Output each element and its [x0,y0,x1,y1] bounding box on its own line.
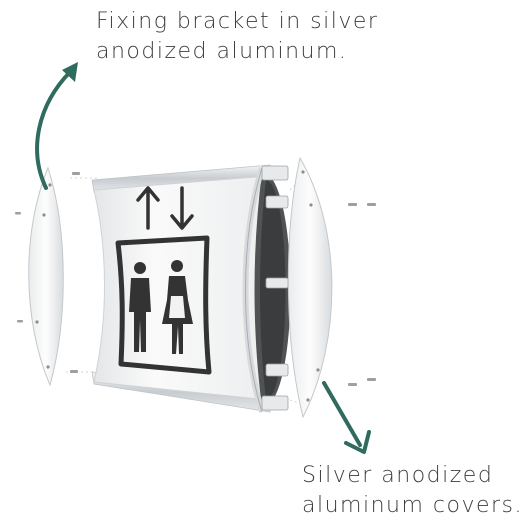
bracket-callout-line-1: Fixing bracket in silver [96,7,378,37]
covers-callout-line-2: aluminum covers. [302,491,523,521]
bracket-callout-line-2: anodized aluminum. [96,37,378,67]
bottom-callout-arrow [324,383,369,452]
right-screws [348,203,376,386]
covers-callout-line-1: Silver anodized [302,461,523,491]
left-end-cap [29,168,64,385]
covers-callout-text: Silver anodized aluminum covers. [302,461,523,521]
bracket-callout-text: Fixing bracket in silver anodized alumin… [96,7,378,67]
top-callout-arrow [37,62,78,188]
right-end-cap [288,158,332,417]
